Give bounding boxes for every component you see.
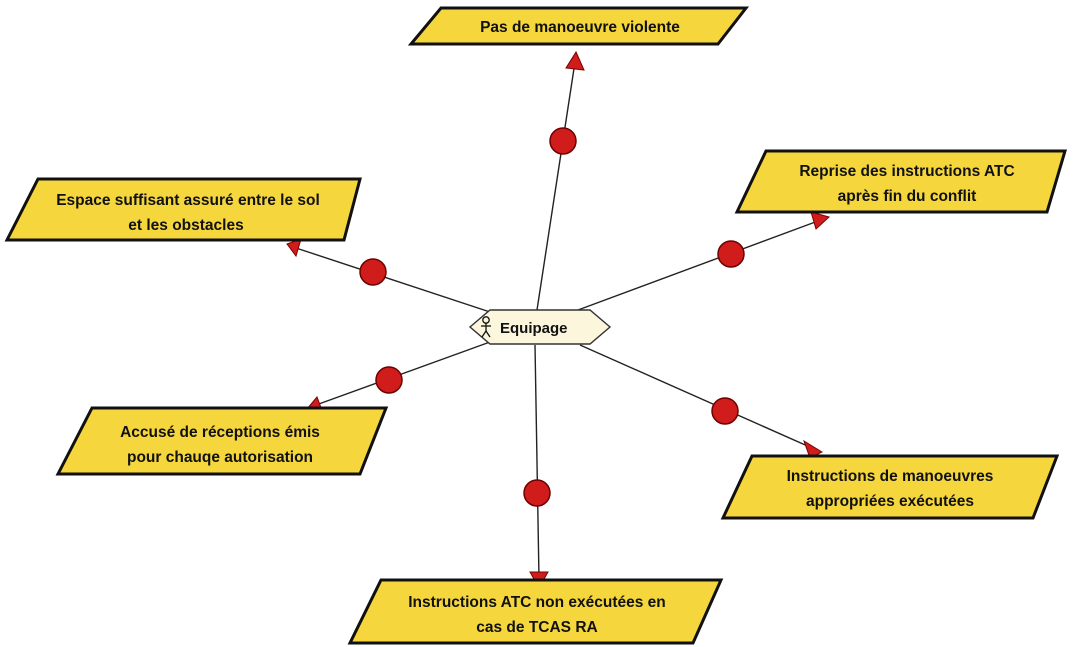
link-dot-bottom	[523, 479, 551, 507]
arrowhead-upper-right	[810, 211, 830, 230]
goal-lower-right-line-1: Instructions de manoeuvres	[787, 468, 994, 485]
goal-bottom-line-2: cas de TCAS RA	[476, 619, 597, 636]
link-dot-lower-right	[711, 397, 739, 425]
link-dot-top	[549, 127, 577, 155]
goal-top[interactable]: Pas de manoeuvre violente	[407, 6, 750, 46]
link-dot-upper-right	[717, 240, 745, 268]
goal-upper-right-line-1: Reprise des instructions ATC	[799, 163, 1014, 180]
link-upper-left	[295, 247, 491, 313]
link-lower-left	[315, 341, 491, 406]
agent-label: Equipage	[500, 320, 568, 337]
goal-lower-left-line-2: pour chauqe autorisation	[127, 449, 313, 466]
link-upper-right	[577, 220, 819, 311]
goal-lower-left[interactable]: Accusé de réceptions émis pour chauqe au…	[55, 406, 389, 476]
goal-top-line-1: Pas de manoeuvre violente	[480, 19, 680, 36]
arrowhead-upper-left	[286, 238, 302, 258]
link-dot-upper-left	[359, 258, 387, 286]
goal-upper-right-line-2: après fin du conflit	[838, 188, 977, 205]
goal-bottom[interactable]: Instructions ATC non exécutées en cas de…	[347, 578, 724, 645]
goal-upper-left-line-1: Espace suffisant assuré entre le sol	[56, 192, 320, 209]
link-bottom	[534, 344, 540, 580]
link-lower-right	[579, 344, 813, 449]
link-top	[536, 61, 576, 311]
link-dots	[359, 127, 745, 507]
links	[295, 61, 819, 580]
goal-upper-right[interactable]: Reprise des instructions ATC après fin d…	[734, 149, 1068, 214]
arrowhead-top	[565, 50, 585, 71]
goal-upper-left[interactable]: Espace suffisant assuré entre le sol et …	[4, 177, 362, 242]
person-icon	[481, 316, 491, 338]
link-dot-lower-left	[375, 366, 403, 394]
goal-upper-left-line-2: et les obstacles	[128, 217, 243, 234]
goal-bottom-line-1: Instructions ATC non exécutées en	[408, 594, 666, 611]
agent-node[interactable]: Equipage	[468, 309, 612, 345]
goal-lower-right[interactable]: Instructions de manoeuvres appropriées e…	[720, 454, 1060, 520]
goal-lower-right-line-2: appropriées exécutées	[806, 493, 974, 510]
goal-lower-left-line-1: Accusé de réceptions émis	[120, 424, 320, 441]
